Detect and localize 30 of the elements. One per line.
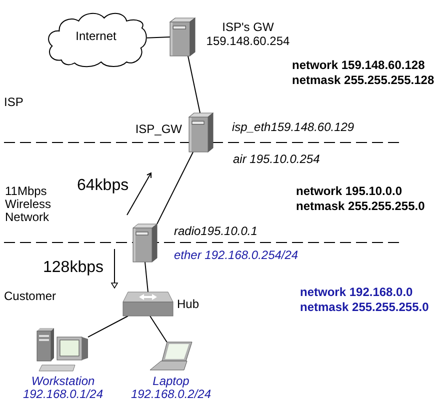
ip-address: 192.168.0.2/24 [130, 387, 212, 401]
interface-label: air 195.10.0.254 [233, 152, 320, 166]
device-name: ISP's GW [221, 20, 275, 34]
speed-label: 64kbps [77, 177, 129, 195]
interface-label: ether 192.168.0.254/24 [174, 248, 298, 262]
network-link [146, 36, 170, 38]
ip-address: 159.148.60.254 [205, 34, 291, 48]
zone-label: ISP [4, 95, 24, 109]
subnet-label: netmask 255.255.255.0 [296, 199, 425, 213]
zone-label: Customer [4, 289, 56, 303]
subnet-label: netmask 255.255.255.128 [292, 73, 434, 87]
cloud-label: Internet [74, 29, 118, 43]
speed-label: 128kbps [43, 259, 104, 277]
network-link [188, 56, 201, 114]
network-link [144, 262, 148, 292]
network-link [156, 152, 194, 224]
subnet-label: network 192.168.0.0 [300, 285, 413, 299]
subnet-label: netmask 255.255.255.0 [300, 300, 429, 314]
zone-label: 11Mbps Wireless Network [5, 185, 52, 224]
interface-label: radio195.10.0.1 [174, 224, 258, 238]
subnet-label: network 159.148.60.128 [292, 58, 425, 72]
device-name: Laptop [152, 374, 190, 388]
device-name: Hub [177, 297, 200, 311]
ip-address: 192.168.0.1/24 [22, 387, 104, 401]
device-name: ISP_GW [134, 122, 182, 136]
network-link [88, 316, 128, 338]
interface-label: isp_eth159.148.60.129 [232, 120, 354, 134]
network-link [150, 316, 168, 342]
device-name: Workstation [30, 374, 96, 388]
subnet-label: network 195.10.0.0 [296, 184, 402, 198]
